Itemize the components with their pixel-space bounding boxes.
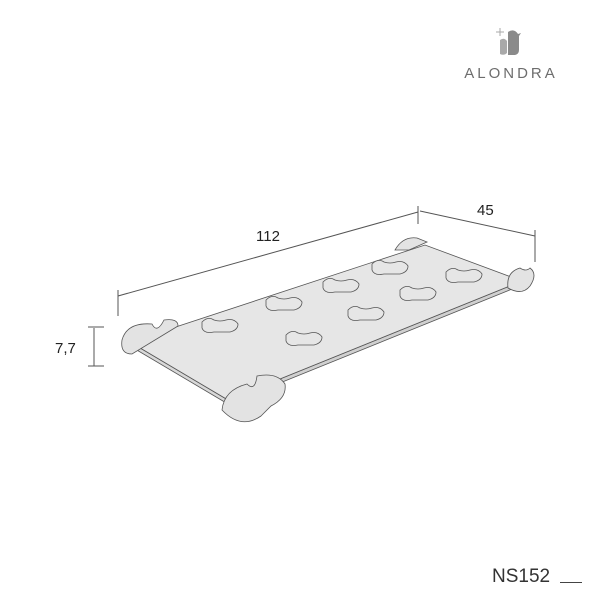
- width-dimension: 45: [477, 202, 494, 219]
- product-code: NS152: [492, 566, 551, 587]
- dimension-lines: [88, 206, 536, 367]
- bird-logo-icon: [496, 28, 521, 55]
- end-brackets: [121, 237, 535, 423]
- length-dimension: 112: [256, 228, 280, 245]
- product-code-underline: [560, 582, 582, 583]
- brand-logo: ALONDRA: [458, 26, 564, 82]
- height-dimension: 7,7: [55, 340, 76, 357]
- bone-pegs: [201, 260, 483, 346]
- brand-name: ALONDRA: [464, 65, 558, 82]
- shelf-board: [129, 244, 524, 405]
